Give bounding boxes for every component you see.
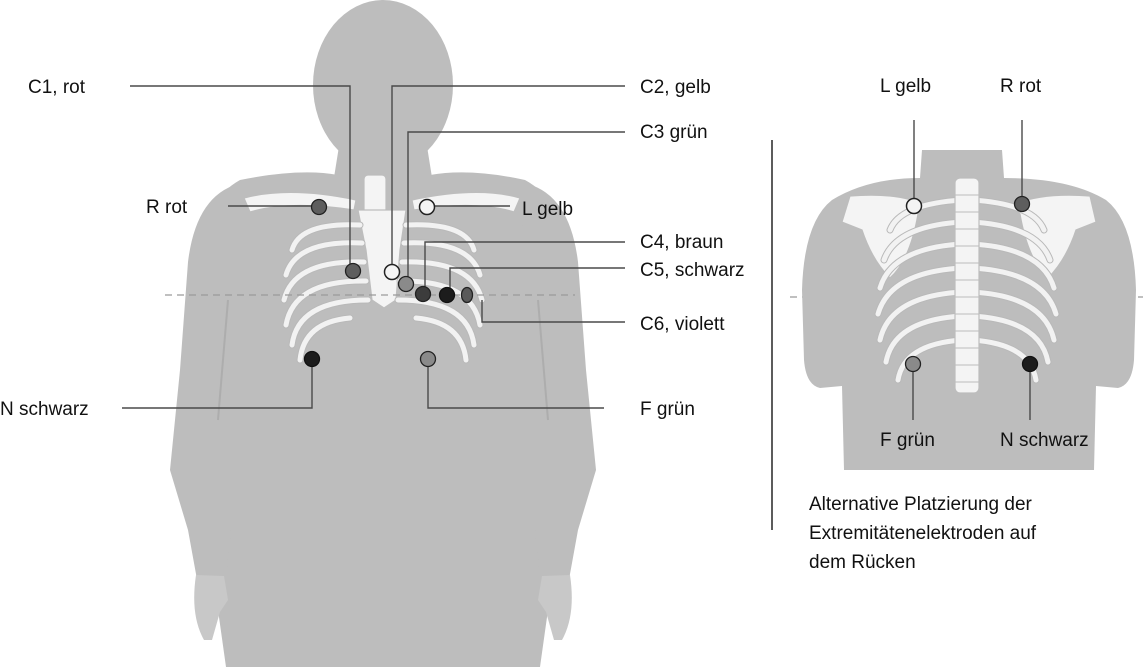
electrode-c2-gelb xyxy=(385,265,400,280)
back-label-n: N schwarz xyxy=(1000,430,1089,451)
label-c4: C4, braun xyxy=(640,232,723,253)
electrode-c5-schwarz xyxy=(440,288,455,303)
electrode-r-rot xyxy=(312,200,327,215)
caption-line-2: Extremitätenelektroden auf xyxy=(809,523,1037,544)
back-caption: Alternative Platzierung der Extremitäten… xyxy=(809,494,1037,573)
label-n: N schwarz xyxy=(0,399,89,420)
label-c6: C6, violett xyxy=(640,314,725,335)
back-label-l: L gelb xyxy=(880,76,931,97)
caption-line-3: dem Rücken xyxy=(809,552,916,573)
label-r: R rot xyxy=(146,197,188,218)
back-body-figure xyxy=(802,150,1136,470)
back-electrode-f-gruen xyxy=(906,357,921,372)
label-l: L gelb xyxy=(522,199,573,220)
label-c3: C3 grün xyxy=(640,122,708,143)
label-c2: C2, gelb xyxy=(640,77,711,98)
caption-line-1: Alternative Platzierung der xyxy=(809,494,1033,515)
electrode-n-schwarz xyxy=(305,352,320,367)
back-label-r: R rot xyxy=(1000,76,1042,97)
back-electrode-r-rot xyxy=(1015,197,1030,212)
electrode-c6-violett xyxy=(462,288,473,303)
electrode-f-gruen xyxy=(421,352,436,367)
front-body-figure xyxy=(170,0,596,667)
electrode-l-gelb xyxy=(420,200,435,215)
back-electrode-l-gelb xyxy=(907,199,922,214)
label-c5: C5, schwarz xyxy=(640,260,745,281)
label-f: F grün xyxy=(640,399,695,420)
electrode-c1-rot xyxy=(346,264,361,279)
electrode-c4-braun xyxy=(416,287,431,302)
electrode-c3-gruen xyxy=(399,277,414,292)
back-label-f: F grün xyxy=(880,430,935,451)
back-electrode-n-schwarz xyxy=(1023,357,1038,372)
back-spine xyxy=(955,178,979,393)
front-cervical-spine xyxy=(364,175,386,215)
label-c1: C1, rot xyxy=(28,77,86,98)
